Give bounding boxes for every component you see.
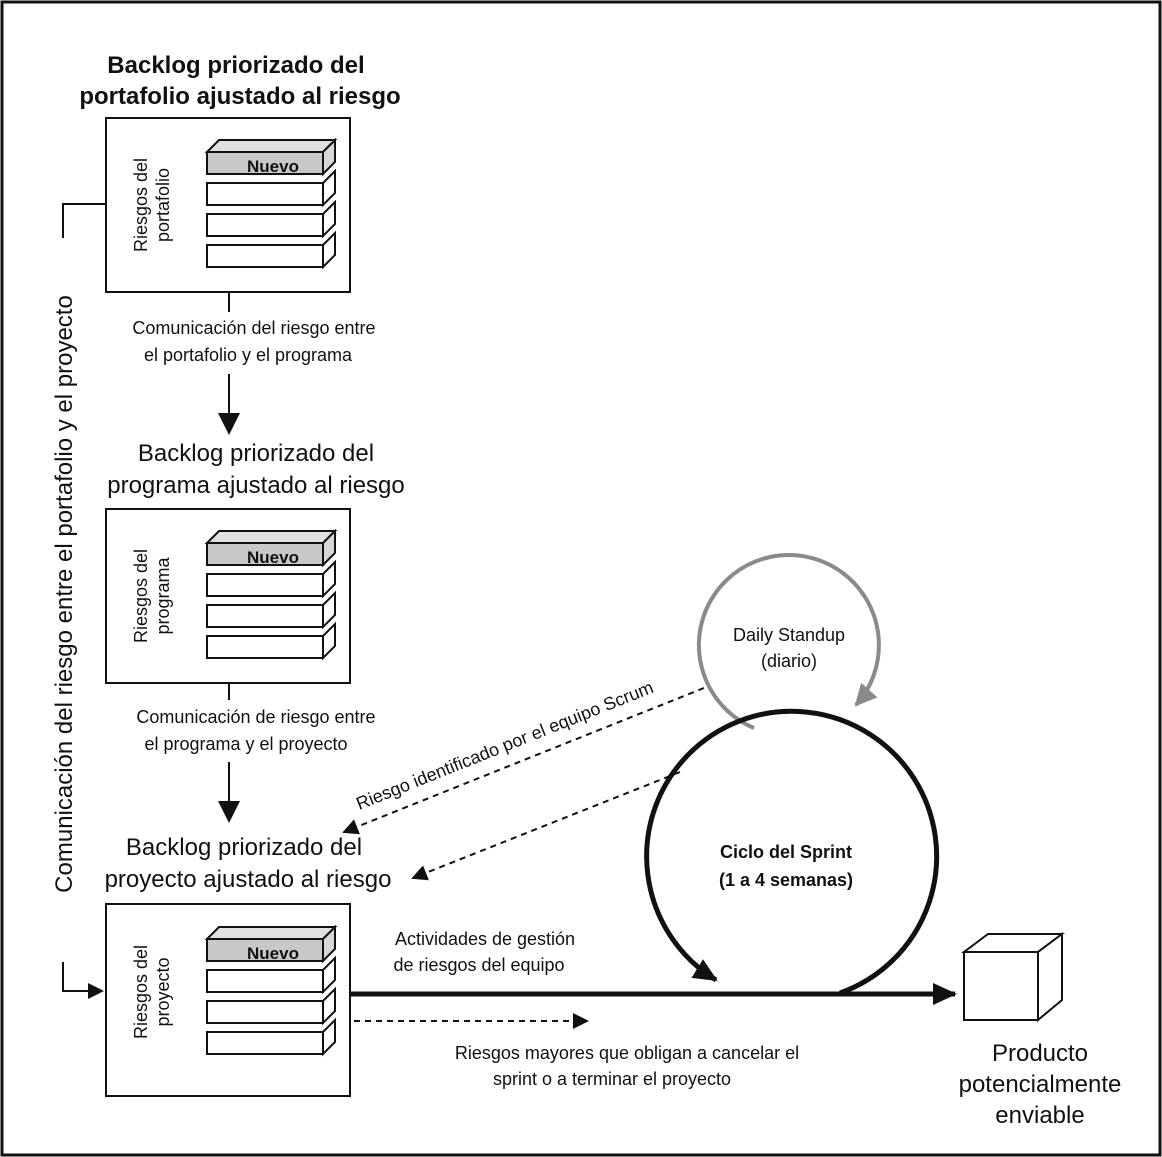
product-label-line3: enviable [995,1102,1084,1129]
program-new-card-label: Nuevo [247,548,299,567]
side-communication-label: Comunicación del riesgo entre el portafo… [51,295,78,893]
comm-program-project-line2: el programa y el proyecto [144,734,347,754]
product-box-icon [961,932,1065,1023]
sprint-label-line2: (1 a 4 semanas) [719,870,853,890]
sprint-cycle [644,708,940,996]
product-label-line2: potencialmente [959,1071,1122,1098]
project-title-line1: Backlog priorizado del [126,834,362,861]
team-activities-line2: de riesgos del equipo [393,955,564,975]
comm-portfolio-program-line2: el portafolio y el programa [144,345,353,365]
major-risks-line1: Riesgos mayores que obligan a cancelar e… [455,1043,799,1063]
program-risks-label-line1: Riesgos del [131,549,151,643]
portfolio-title-line2: portafolio ajustado al riesgo [79,83,400,110]
daily-standup-cycle [696,553,881,730]
project-risks-label-line2: proyecto [153,957,173,1026]
portfolio-risks-label-line1: Riesgos del [131,158,151,252]
portfolio-new-card-label: Nuevo [247,157,299,176]
scrum-risk-arrow [342,687,705,835]
standup-label-line1: Daily Standup [733,625,845,645]
product-label-line1: Producto [992,1040,1088,1067]
comm-portfolio-program-line1: Comunicación del riesgo entre [132,318,375,338]
program-title-line1: Backlog priorizado del [138,440,374,467]
program-risks-label-line2: programa [153,556,173,634]
program-title-line2: programa ajustado al riesgo [107,472,405,499]
project-title-line2: proyecto ajustado al riesgo [105,866,392,893]
major-risks-line2: sprint o a terminar el proyecto [493,1069,731,1089]
portfolio-title-line1: Backlog priorizado del [107,52,364,79]
project-new-card-label: Nuevo [247,944,299,963]
standup-label-line2: (diario) [761,651,817,671]
project-risks-label-line1: Riesgos del [131,945,151,1039]
side-bracket-top [62,203,106,238]
sprint-label-line1: Ciclo del Sprint [720,842,852,862]
portfolio-risks-label-line2: portafolio [153,168,173,242]
sprint-risk-arrow [411,771,681,881]
team-activities-line1: Actividades de gestión [395,929,575,949]
side-bracket-bottom-arrow [62,962,104,999]
scrum-risk-label: Riesgo identificado por el equipo Scrum [353,677,656,814]
comm-program-project-line1: Comunicación de riesgo entre [136,707,375,727]
